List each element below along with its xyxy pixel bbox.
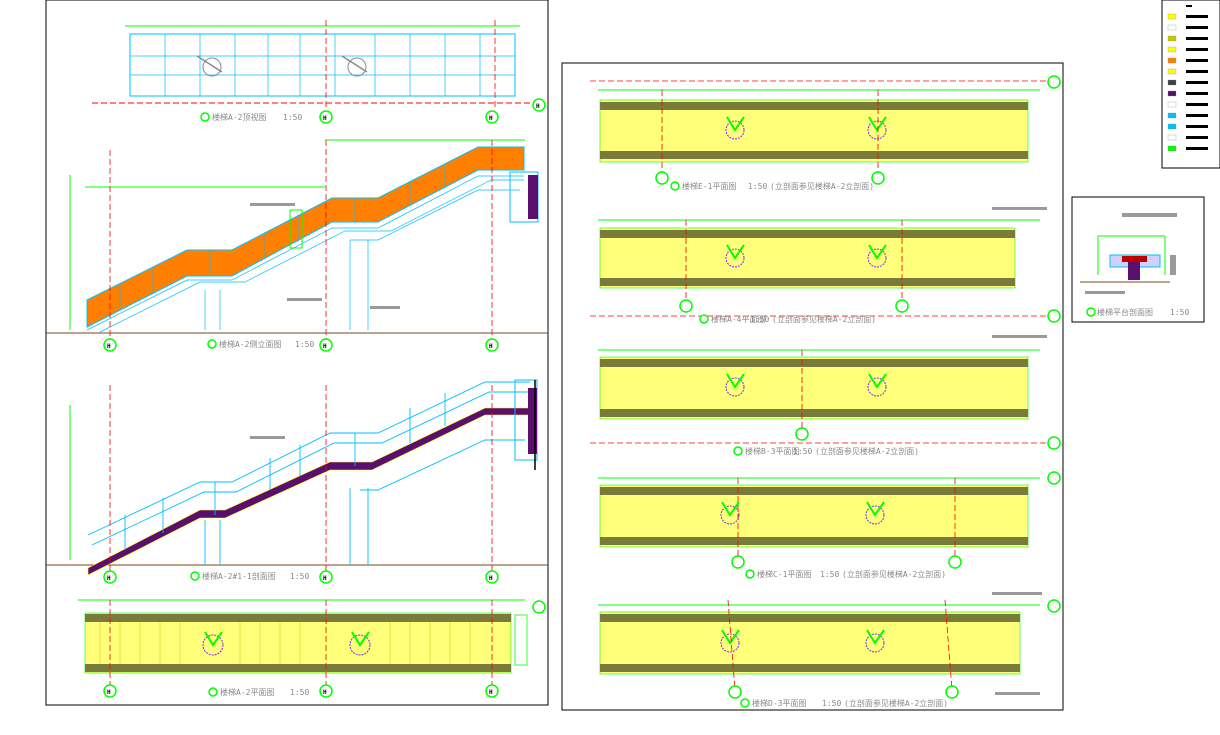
- legend-swatch: [1167, 134, 1177, 141]
- side-elevation-drawing: H H H 楼梯A-2侧立面图 1:50: [69, 139, 539, 352]
- legend-entry-line: [1186, 26, 1208, 29]
- plan-e1-scale: 1:50: [748, 182, 767, 191]
- legend-entry-line: [1186, 147, 1208, 150]
- legend-swatch: [1167, 79, 1177, 86]
- frame-legend: [1161, 0, 1220, 169]
- legend-entry-line: [1186, 48, 1208, 51]
- side-elevation-grid-label-3: H: [489, 343, 493, 350]
- section-stair-purple: [87, 407, 531, 576]
- legend-swatch: [1167, 24, 1177, 31]
- section-grid-label-1: H: [107, 575, 111, 582]
- legend-swatch: [1167, 13, 1177, 20]
- platform-section-title: 楼梯平台剖面图: [1097, 307, 1153, 317]
- section-scale: 1:50: [290, 572, 309, 581]
- side-elevation-scale: 1:50: [295, 340, 314, 349]
- plan-a2-drawing: H H H 楼梯A-2平面图 1:50: [78, 599, 546, 698]
- top-view-grid-bubble-3: [485, 110, 499, 124]
- plan-a4-drawing: 楼梯A-4平面图 1:50 (立剖面参见楼梯A-2立剖面): [590, 207, 1061, 324]
- legend-swatch: [1167, 90, 1177, 97]
- side-elevation-grid-label-2: H: [323, 343, 327, 350]
- platform-section-scale: 1:50: [1170, 308, 1189, 317]
- frame-left: [45, 0, 549, 706]
- legend-swatch: [1167, 145, 1177, 152]
- plan-b3-scale: 1:50: [793, 447, 812, 456]
- plan-b3-note: (立剖面参见楼梯A-2立剖面): [815, 446, 919, 456]
- top-view-outline: [129, 33, 516, 97]
- legend-entry-line: [1186, 59, 1208, 62]
- legend-entry-line: [1186, 136, 1208, 139]
- plan-c1-note: (立剖面参见楼梯A-2立剖面): [842, 569, 946, 579]
- top-view-grid-bubble-2: [319, 110, 333, 124]
- top-view-light-2: [347, 57, 367, 77]
- frame-middle: [561, 62, 1064, 711]
- top-view-light-1: [202, 57, 222, 77]
- plan-a2-title: 楼梯A-2平面图: [220, 687, 274, 697]
- plan-b3-title: 楼梯B-3平面图: [745, 446, 799, 456]
- legend-swatch: [1167, 35, 1177, 42]
- top-view-scale: 1:50: [283, 113, 302, 122]
- plan-e1-drawing: 楼梯E-1平面图 1:50 (立剖面参见楼梯A-2立剖面): [590, 75, 1061, 191]
- legend-swatch: [1167, 123, 1177, 130]
- plan-d3-note: (立剖面参见楼梯A-2立剖面): [844, 698, 948, 708]
- sheet-frames: [45, 0, 1220, 711]
- top-view-title: 楼梯A-2顶视图: [212, 112, 266, 122]
- top-view-grid-label-1: H: [536, 103, 540, 110]
- plan-d3-title: 楼梯D-3平面图: [752, 698, 806, 708]
- legend-swatch: [1167, 101, 1177, 108]
- top-view-grid-label-3: H: [489, 115, 493, 122]
- legend-entry-line: [1186, 81, 1208, 84]
- legend-entry-line: [1186, 37, 1208, 40]
- legend-swatch: [1167, 112, 1177, 119]
- legend: [1167, 5, 1208, 152]
- platform-section-drawing: 楼梯平台剖面图 1:50: [1080, 213, 1189, 317]
- plan-c1-scale: 1:50: [820, 570, 839, 579]
- side-elevation-title: 楼梯A-2侧立面图: [219, 339, 281, 349]
- top-view-grid: [130, 34, 515, 96]
- top-view-grid-bubble-1: [532, 98, 546, 112]
- plan-d3-scale: 1:50: [822, 699, 841, 708]
- legend-swatch: [1167, 68, 1177, 75]
- plan-a2-grid-label-2: H: [323, 689, 327, 696]
- top-view-drawing: H H H 楼梯A-2顶视图 1:50: [92, 20, 546, 124]
- legend-swatch: [1167, 57, 1177, 64]
- plan-a4-scale: 1:50: [750, 315, 769, 324]
- plan-c1-title: 楼梯C-1平面图: [757, 569, 811, 579]
- plan-c1-drawing: 楼梯C-1平面图 1:50 (立剖面参见楼梯A-2立剖面): [598, 471, 1061, 579]
- plan-e1-title: 楼梯E-1平面图: [682, 181, 736, 191]
- section-title: 楼梯A-2#1-1剖面图: [202, 571, 276, 581]
- top-view-grid-label-2: H: [323, 115, 327, 122]
- legend-entry-line: [1186, 92, 1208, 95]
- section-grid-label-2: H: [323, 575, 327, 582]
- plan-a2-scale: 1:50: [290, 688, 309, 697]
- plan-a4-note: (立剖面参见楼梯A-2立剖面): [772, 314, 876, 324]
- legend-entry-line: [1186, 15, 1208, 18]
- legend-swatch: [1167, 46, 1177, 53]
- section-drawing: H H H 楼梯A-2#1-1剖面图 1:50: [69, 379, 538, 584]
- legend-entry-line: [1186, 114, 1208, 117]
- legend-entry-line: [1186, 103, 1208, 106]
- plan-a2-grid-label-1: H: [107, 689, 111, 696]
- plan-e1-note: (立剖面参见楼梯A-2立剖面): [770, 181, 874, 191]
- side-elevation-grid-label-1: H: [107, 343, 111, 350]
- frame-detail: [1071, 196, 1205, 323]
- plan-a4-title: 楼梯A-4平面图: [711, 314, 765, 324]
- section-grid-label-3: H: [489, 575, 493, 582]
- plan-d3-drawing: 楼梯D-3平面图 1:50 (立剖面参见楼梯A-2立剖面): [598, 592, 1061, 708]
- plan-b3-drawing: 楼梯B-3平面图 1:50 (立剖面参见楼梯A-2立剖面): [590, 335, 1061, 456]
- legend-entry-line: [1186, 70, 1208, 73]
- legend-entry-line: [1186, 125, 1208, 128]
- plan-a2-grid-label-3: H: [489, 689, 493, 696]
